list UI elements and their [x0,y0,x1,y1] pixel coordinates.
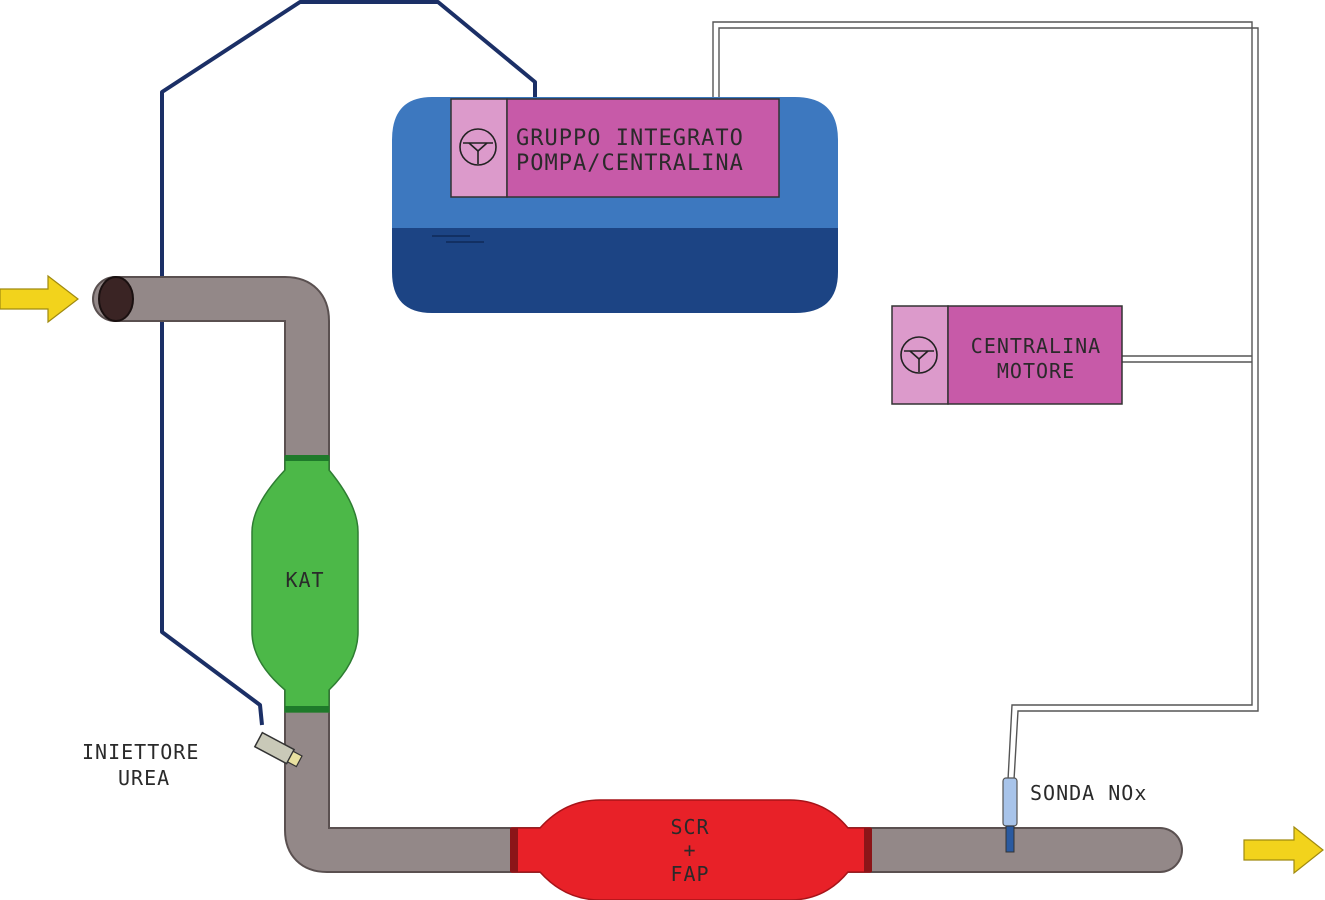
engine-ecu-label-line2: MOTORE [997,359,1075,383]
catalyst-band-top [285,455,329,461]
flow-arrow-icon [0,274,79,324]
twisted-wiring [712,21,1259,781]
scr-band-right [864,828,872,872]
urea-hose [160,0,537,726]
scr-label-line1: SCR [670,815,709,839]
urea-injector [253,731,303,768]
pump-unit-label-line1: GRUPPO INTEGRATO [516,126,744,151]
scr-label-line2: + [683,838,696,862]
nox-sensor-label: SONDA NOx [1030,781,1147,805]
engine-ecu: CENTRALINA MOTORE [891,305,1123,405]
pump-control-unit: GRUPPO INTEGRATO POMPA/CENTRALINA [450,98,780,198]
ecu-chip-icon [900,336,938,374]
catalyst-band-bottom [285,706,329,712]
nox-sensor [1002,777,1018,853]
pipe-inlet-opening [98,276,134,322]
pump-unit-label-line2: POMPA/CENTRALINA [516,151,744,176]
injector-label-line2: UREA [118,766,170,790]
engine-ecu-label-line1: CENTRALINA [971,334,1101,358]
flow-arrow-icon [1243,825,1324,875]
ecu-chip-icon [459,128,497,166]
scr-fap-unit: SCR + FAP [510,799,872,900]
catalyst-label: KAT [285,568,324,592]
scr-label-line3: FAP [670,862,709,886]
injector-label-line1: INIETTORE [82,740,199,764]
scr-band-left [510,828,518,872]
catalyst: KAT [251,455,359,713]
